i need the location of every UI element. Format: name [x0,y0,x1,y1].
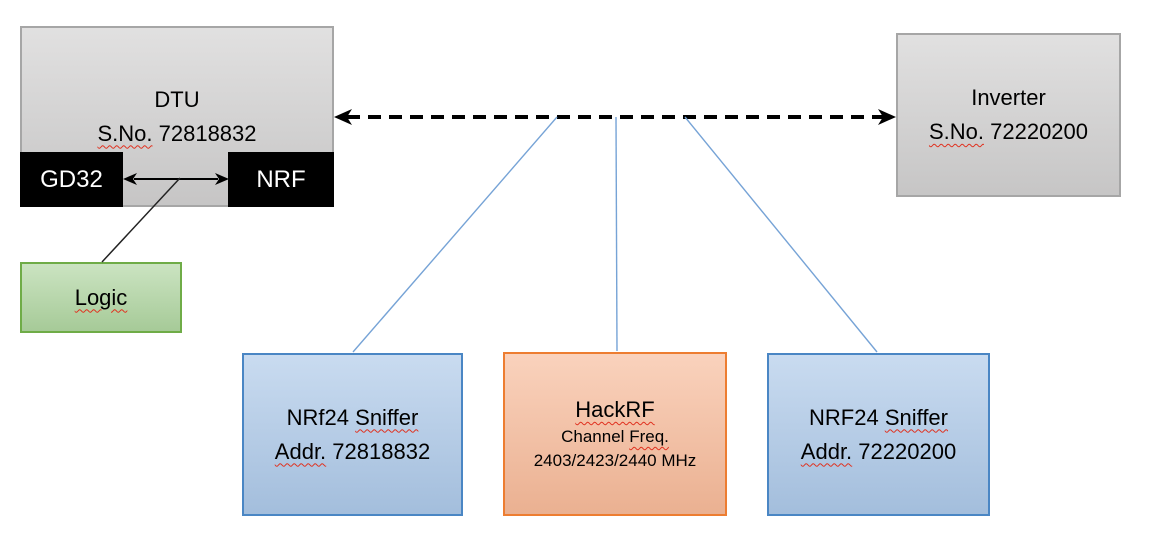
dtu-inverter-dashed-arrow [334,109,896,125]
sniffer-right-box: NRF24 Sniffer Addr. 72220200 [767,353,990,516]
sniffer-left-model: NRf24 [286,404,350,430]
dtu-box: DTU S.No. 72818832 [20,26,334,207]
sniffer-left-box: NRf24 Sniffer Addr. 72818832 [242,353,463,516]
hackrf-frequencies: 2403/2423/2440 MHz [533,451,697,470]
sniffer-right-role: Sniffer [884,404,948,430]
dtu-serial: S.No. 72818832 [97,117,256,151]
dtu-title: DTU [154,86,200,112]
dtu-serial-label: S.No. [97,120,153,146]
sniffer-left-connector-line [352,116,558,353]
logic-box: Logic [20,262,182,333]
nrf-chip-box: NRF [228,152,334,207]
hackrf-channel-line: Channel Freq. [561,425,669,449]
inverter-serial-label: S.No. [928,119,984,144]
hackrf-freq-word: Freq. [629,427,669,446]
sniffer-left-addr-value: 72818832 [332,438,431,464]
inverter-box: Inverter S.No. 72220200 [896,33,1121,197]
gd32-label: GD32 [40,165,103,193]
nrf-label: NRF [256,165,306,193]
sniffer-right-model: NRF24 [809,404,879,430]
sniffer-right-title: NRF24 Sniffer [809,401,948,435]
inverter-serial-number: 72220200 [990,119,1089,144]
logic-label: Logic [74,284,128,310]
hackrf-box: HackRF Channel Freq. 2403/2423/2440 MHz [503,352,727,516]
hackrf-channel-word: Channel [561,427,625,446]
sniffer-right-addr-label: Addr. [800,438,853,464]
inverter-serial: S.No. 72220200 [929,115,1088,149]
sniffer-left-role: Sniffer [355,404,419,430]
sniffer-left-title: NRf24 Sniffer [287,401,419,435]
hackrf-title: HackRF [575,397,655,422]
hackrf-connector-line [615,116,618,352]
sniffer-left-addr-label: Addr. [274,438,327,464]
inverter-title: Inverter [971,85,1046,110]
sniffer-left-address: Addr. 72818832 [275,435,430,469]
sniffer-right-address: Addr. 72220200 [801,435,956,469]
sniffer-right-connector-line [684,116,878,353]
dtu-serial-number: 72818832 [158,120,257,146]
gd32-chip-box: GD32 [20,152,123,207]
sniffer-right-addr-value: 72220200 [858,438,957,464]
